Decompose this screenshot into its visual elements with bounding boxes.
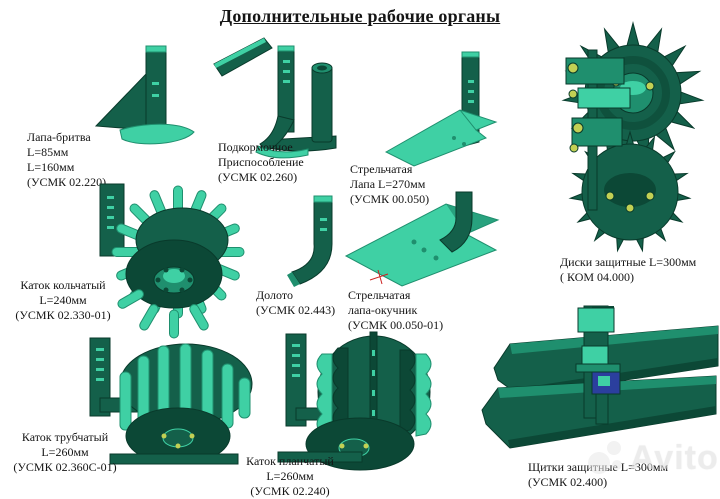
item-code: (УСМК 02.220) <box>27 175 107 189</box>
avito-watermark-text: Avito <box>630 438 719 477</box>
shchitki-zashchitnye-image <box>481 305 719 449</box>
podkormochnoe-figure <box>213 36 356 162</box>
doloto-image <box>287 195 333 287</box>
item-name: Стрельчатая <box>348 288 411 302</box>
item-name: Каток кольчатый <box>20 278 106 292</box>
lapa-okuchnik-figure <box>344 191 506 294</box>
lapa-okuchnik-image <box>344 191 500 287</box>
katok-trubchatyi-label: Каток трубчатый L=260мм (УСМК 02.360С-01… <box>5 430 125 475</box>
item-name: лапа-окучник <box>348 303 418 317</box>
diski-zashchitnye-label: Диски защитные L=300мм ( КОМ 04.000) <box>560 255 696 285</box>
item-name: Приспособление <box>218 155 304 169</box>
strelchataya-lapa-figure <box>384 50 502 168</box>
doloto-label: Долото (УСМК 02.443) <box>256 288 335 318</box>
item-code: (УСМК 02.400) <box>528 475 608 489</box>
katok-planchatyi-figure <box>256 330 442 472</box>
lapa-okuchnik-label: Стрельчатая лапа-окучник (УСМК 00.050-01… <box>348 288 443 333</box>
item-name: Лапа-бритва <box>27 130 91 144</box>
doloto-figure <box>280 194 340 290</box>
item-spec: Лапа L=270мм <box>350 177 426 191</box>
diski-zashchitnye-figure <box>538 22 720 254</box>
item-code: (УСМК 02.360С-01) <box>13 460 117 474</box>
lapa-britva-image <box>94 45 195 145</box>
podkormochnoe-label: Подкормочное Приспособление (УСМК 02.260… <box>218 140 304 185</box>
katok-planchatyi-image <box>277 331 432 471</box>
item-code: (УСМК 02.240) <box>250 484 330 498</box>
item-name: Каток планчатый <box>246 454 334 468</box>
item-code: ( КОМ 04.000) <box>560 270 635 284</box>
item-code: (УСМК 02.443) <box>256 303 336 317</box>
page-title: Дополнительные рабочие органы <box>219 6 501 26</box>
strelchataya-lapa-image <box>384 51 498 167</box>
katok-trubchatyi-figure <box>76 332 256 472</box>
diski-zashchitnye-image <box>561 22 705 254</box>
lapa-britva-label: Лапа-бритва L=85мм L=160мм (УСМК 02.220) <box>27 130 106 190</box>
item-name: Подкормочное <box>218 140 293 154</box>
item-code: (УСМК 02.260) <box>218 170 298 184</box>
item-name: Долото <box>256 288 293 302</box>
shchitki-zashchitnye-figure <box>480 305 720 460</box>
avito-logo-icon <box>588 441 622 474</box>
item-spec: L=160мм <box>27 160 75 174</box>
item-code: (УСМК 00.050) <box>350 192 430 206</box>
item-spec: L=240мм <box>39 293 87 307</box>
item-name: Диски защитные L=300мм <box>560 255 697 269</box>
lapa-britva-figure <box>94 42 198 152</box>
podkormochnoe-image <box>213 37 337 159</box>
item-code: (УСМК 00.050-01) <box>348 318 444 332</box>
item-spec: L=85мм <box>27 145 69 159</box>
katok-kolchatyi-image <box>99 183 245 339</box>
item-name: Каток трубчатый <box>21 430 109 444</box>
katok-kolchatyi-label: Каток кольчатый L=240мм (УСМК 02.330-01) <box>8 278 118 323</box>
katok-planchatyi-label: Каток планчатый L=260мм (УСМК 02.240) <box>232 454 348 499</box>
katok-kolchatyi-figure <box>98 183 248 339</box>
item-spec: L=260мм <box>41 445 89 459</box>
avito-watermark: Avito <box>584 436 719 480</box>
strelchataya-lapa-label: Стрельчатая Лапа L=270мм (УСМК 00.050) <box>350 162 429 207</box>
item-spec: L=260мм <box>266 469 314 483</box>
katok-trubchatyi-image <box>89 337 253 465</box>
item-name: Стрельчатая <box>350 162 413 176</box>
item-code: (УСМК 02.330-01) <box>15 308 111 322</box>
